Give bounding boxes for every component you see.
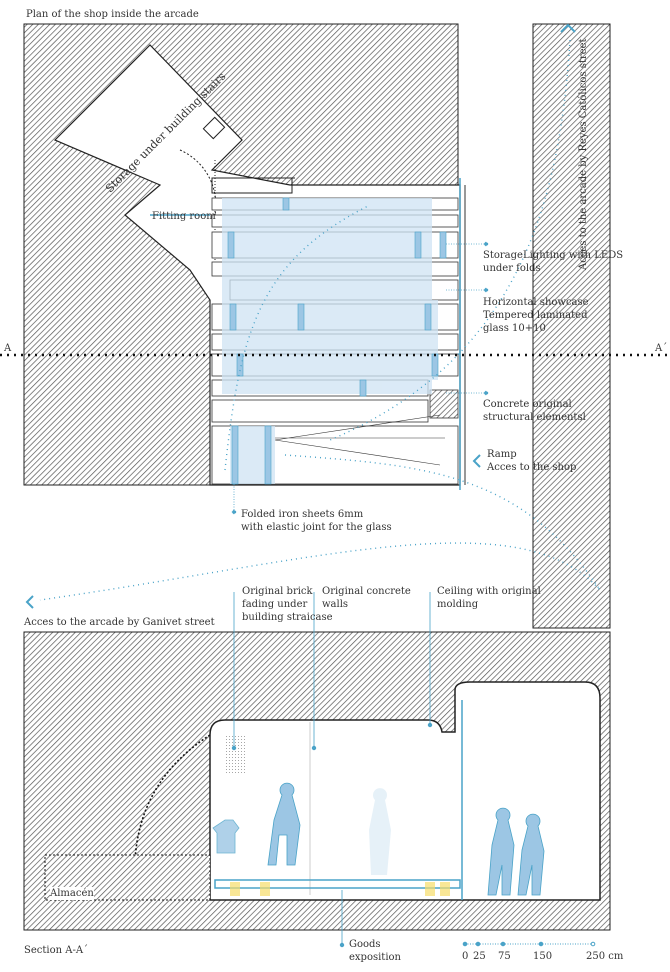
iron-folds (227, 197, 447, 485)
arrow-up-icon (560, 23, 576, 33)
fitting-room-label: Fitting room (152, 211, 216, 222)
scale-tick: 75 (498, 951, 511, 962)
section-title: Section A-A´ (24, 945, 89, 956)
street-left-label: Acces to the arcade by Ganivet street (24, 617, 215, 628)
scale-tick: 0 (462, 951, 469, 962)
scale-tick: 25 (473, 951, 486, 962)
scale-tick: 150 (533, 951, 553, 962)
arrow-left-icon (25, 595, 34, 609)
people-figures (212, 782, 545, 896)
section-mark-a: A (4, 343, 12, 354)
plan-title: Plan of the shop inside the arcade (26, 9, 199, 20)
scale-bar (462, 941, 596, 947)
scale-tick: 250 cm (586, 951, 624, 962)
arrow-left-icon (472, 454, 481, 468)
section-mark-a2: A´ (655, 343, 668, 354)
storage-section-label: Almacén (50, 887, 94, 900)
street-right-label: Acces to the arcade by Reyes Católicos s… (578, 38, 589, 270)
glass-showcase (222, 198, 438, 484)
